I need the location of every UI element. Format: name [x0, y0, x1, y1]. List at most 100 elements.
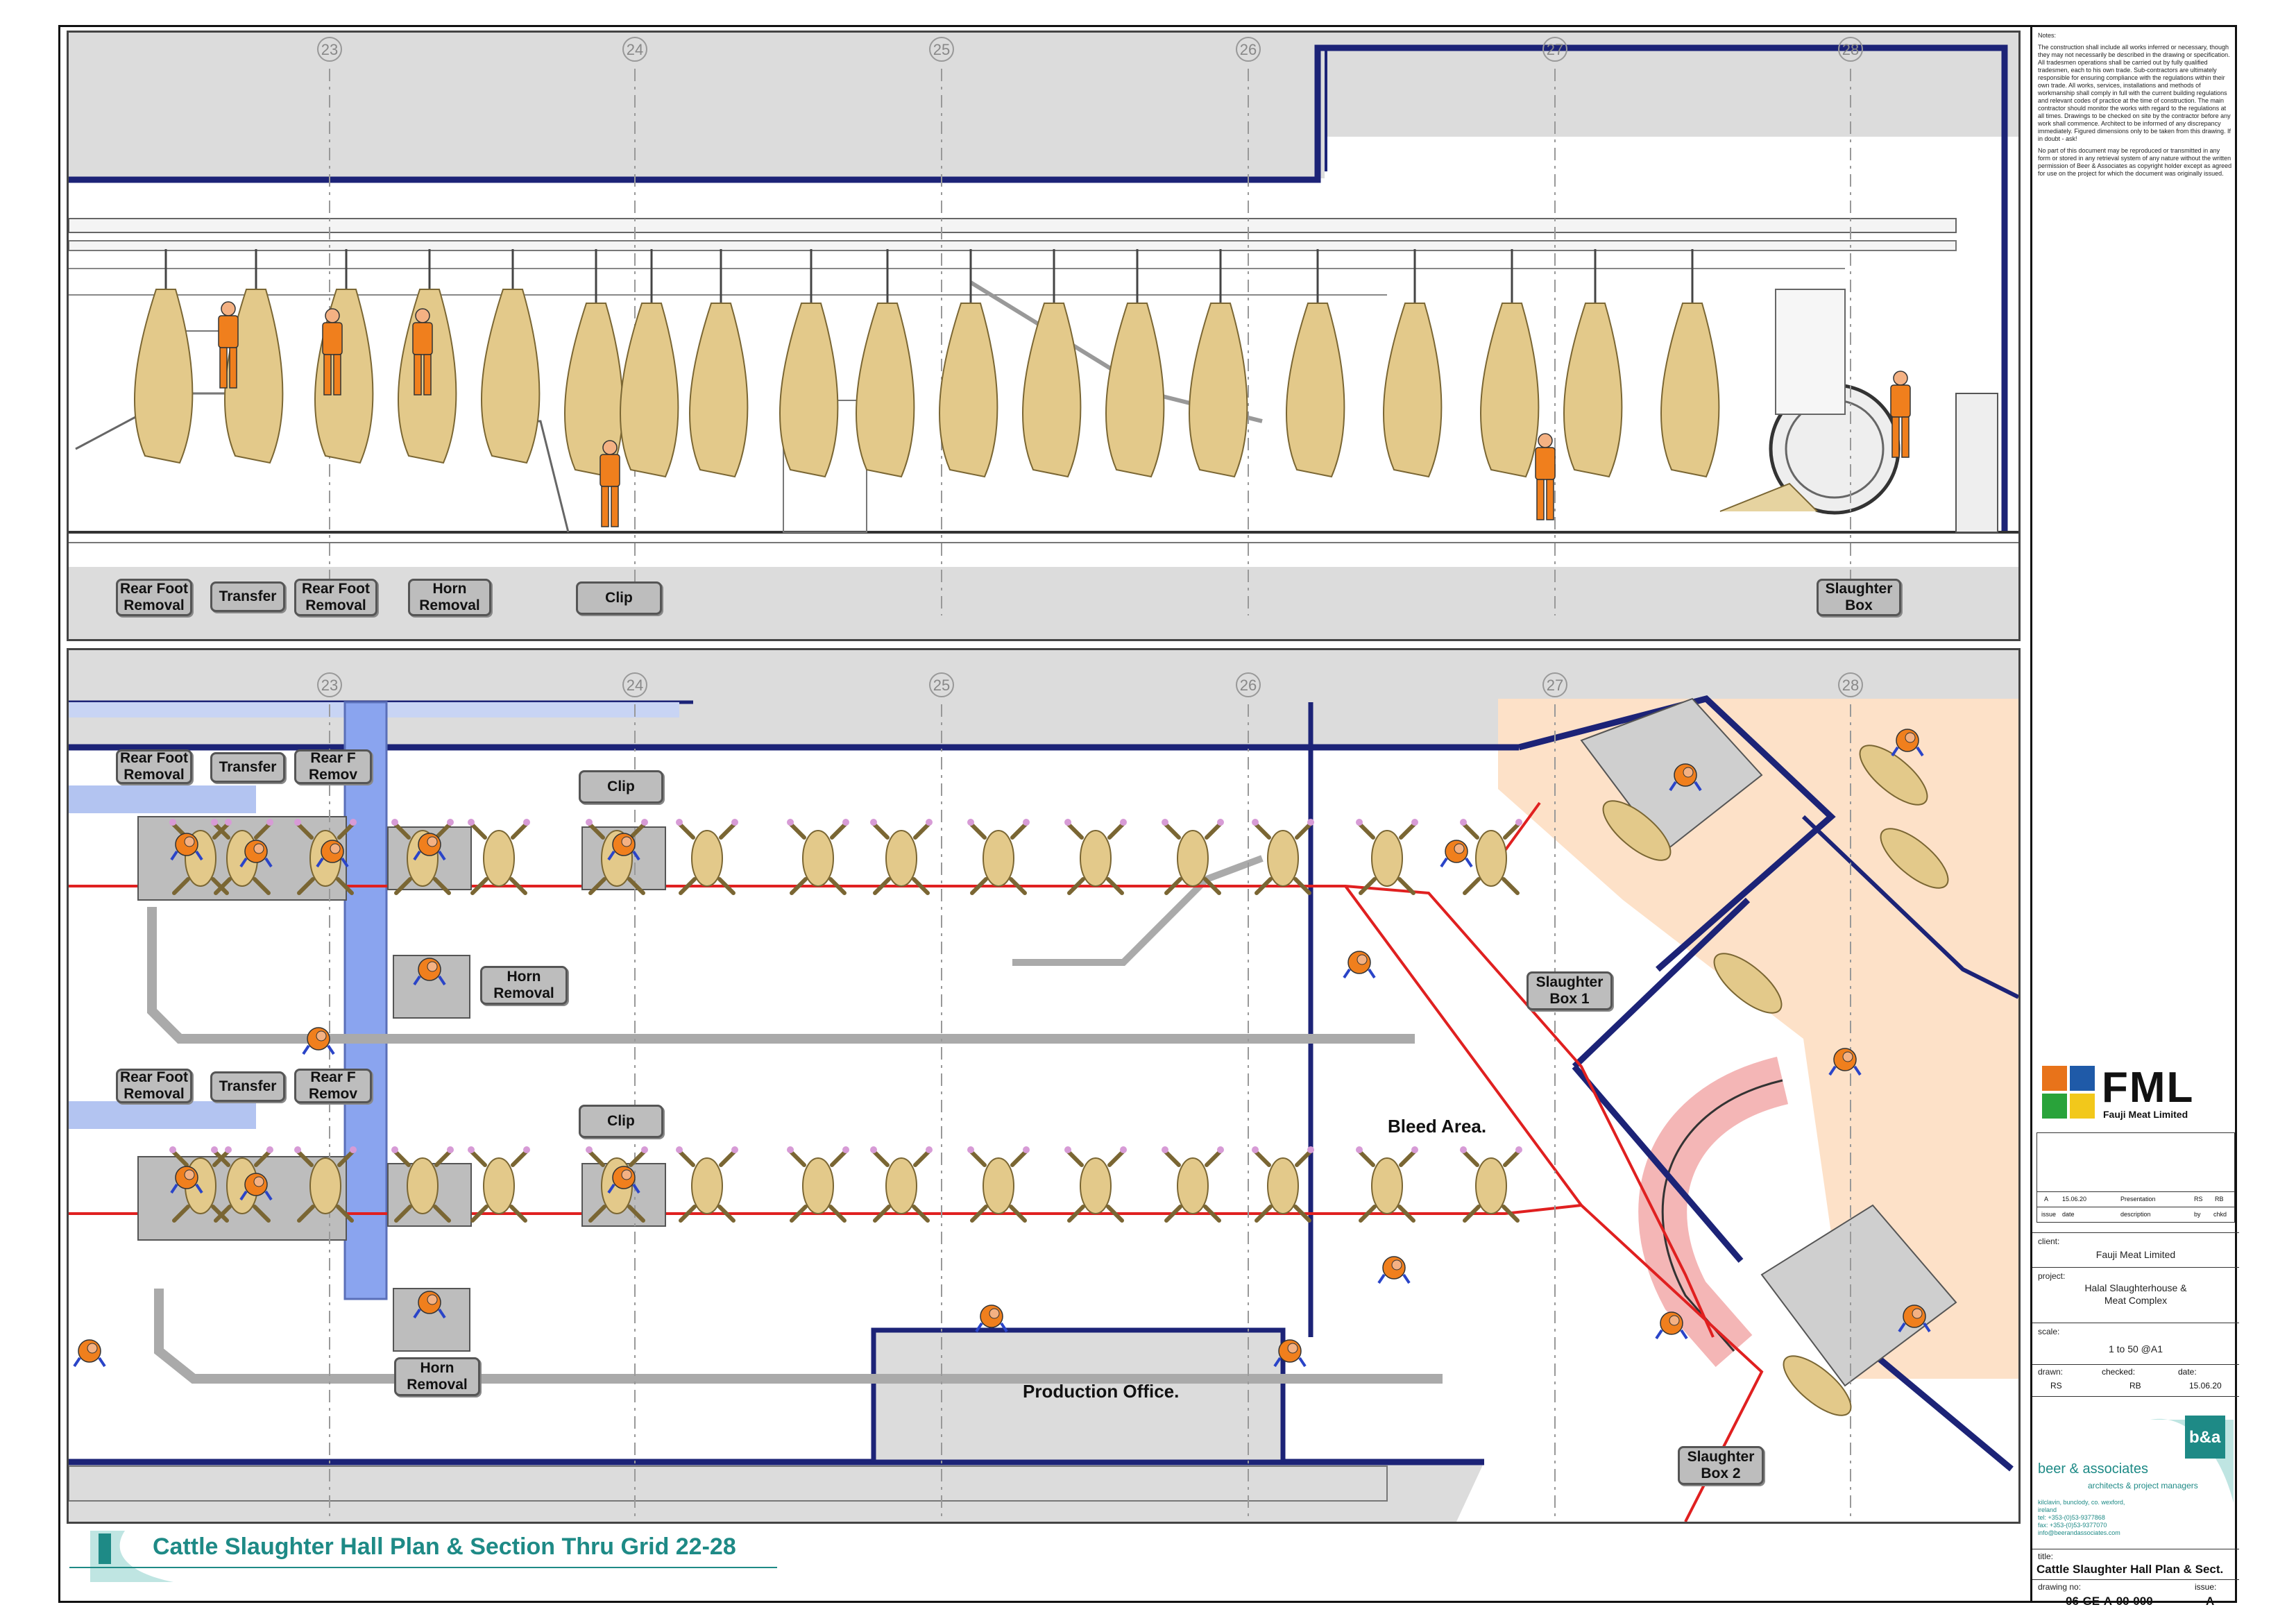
plan-carcass	[1252, 819, 1314, 895]
room-label-production-office: Production Office.	[1023, 1381, 1180, 1402]
title-label: title:	[2038, 1552, 2054, 1561]
project-value-1: Halal Slaughterhouse &	[2084, 1282, 2187, 1293]
plan-label-transfer-bottom: Transfer	[210, 1071, 285, 1102]
plan-carcass	[1460, 819, 1522, 895]
date-label: date:	[2178, 1367, 2197, 1377]
lairage-cattle	[1713, 953, 1783, 1014]
grid-label: 25	[933, 677, 950, 694]
checked-value: RB	[2129, 1381, 2141, 1391]
rev-header-by: by	[2194, 1211, 2201, 1218]
rev-header-date: date	[2062, 1211, 2075, 1218]
plan-carcass	[676, 1146, 738, 1223]
grid-label: 27	[1547, 677, 1563, 694]
grid-label: 23	[321, 41, 338, 58]
date-value: 15.06.20	[2189, 1381, 2222, 1391]
fml-logo-text: FML	[2102, 1064, 2195, 1112]
section-label-clip: Clip	[576, 581, 662, 615]
firm-subtitle: architects & project managers	[2088, 1481, 2198, 1490]
grid-line-25: 25	[929, 37, 954, 615]
plan-carcass	[1064, 819, 1127, 895]
hanging-carcass	[134, 249, 194, 464]
hanging-carcass	[856, 249, 915, 478]
hanging-carcass	[1189, 249, 1248, 478]
plan-carcass	[676, 819, 738, 895]
hanging-carcass	[564, 249, 624, 478]
grid-label: 24	[627, 41, 643, 58]
rev-description: Presentation	[2120, 1196, 2156, 1203]
fml-logo-subtitle: Fauji Meat Limited	[2103, 1109, 2188, 1120]
rev-header-chkd: chkd	[2213, 1211, 2227, 1218]
hanging-carcass	[1286, 249, 1345, 478]
plan-label-clip-bottom: Clip	[579, 1105, 663, 1138]
firm-logo-initials: b&a	[2189, 1428, 2221, 1447]
drawing-title-swoosh	[90, 1531, 173, 1582]
plan-carcass	[1356, 819, 1418, 895]
grid-line-28: 28	[1838, 37, 1863, 615]
plan-carcass	[391, 1146, 454, 1223]
lairage-cattle	[1783, 1355, 1852, 1416]
worker-plan-figure	[170, 1166, 203, 1194]
room-label-bleed-area: Bleed Area.	[1388, 1116, 1487, 1137]
worker-plan-figure	[1440, 840, 1473, 868]
plan-carcass	[1252, 1146, 1314, 1223]
plan-carcass	[1064, 1146, 1127, 1223]
worker-plan-figure	[413, 1291, 446, 1319]
worker-plan-figure	[607, 1166, 640, 1194]
hanging-carcass	[779, 249, 839, 478]
notes-paragraph-1: The construction shall include all works…	[2038, 44, 2231, 142]
drawing-title: Cattle Slaughter Hall Plan & Section Thr…	[153, 1533, 736, 1560]
worker-plan-figure	[1343, 951, 1376, 979]
plan-carcass	[468, 1146, 530, 1223]
firm-address-1: kilclavin, bunclody, co. wexford,	[2038, 1499, 2125, 1506]
section-drawing: 23 24 25 26 27 28	[69, 33, 2018, 639]
title-value: Cattle Slaughter Hall Plan & Sect.	[2036, 1563, 2224, 1576]
rev-issue: A	[2044, 1196, 2049, 1203]
grid-label: 27	[1547, 41, 1563, 58]
title-block-notes: Notes: The construction shall include al…	[2038, 32, 2232, 182]
grid-label: 26	[1240, 41, 1257, 58]
rev-by: RS	[2194, 1196, 2203, 1203]
plan-label-clip-top: Clip	[579, 770, 663, 804]
worker-plan-figure	[1828, 1048, 1862, 1076]
grid-line-25: 25	[929, 672, 954, 1522]
rev-chk: RB	[2215, 1196, 2224, 1203]
worker-figure	[1535, 433, 1556, 520]
project-label: project:	[2038, 1271, 2066, 1281]
hanging-carcass	[939, 249, 998, 478]
revision-table: A 15.06.20 Presentation RS RB issue date…	[2036, 1132, 2235, 1223]
scale-value: 1 to 50 @A1	[2108, 1343, 2163, 1354]
worker-figure	[599, 440, 620, 527]
hanging-carcass	[1563, 249, 1623, 478]
grid-label: 24	[627, 677, 643, 694]
plan-carcass	[1356, 1146, 1418, 1223]
notes-heading: Notes:	[2038, 32, 2057, 39]
drawn-label: drawn:	[2038, 1367, 2064, 1377]
plan-label-transfer-top: Transfer	[210, 752, 285, 783]
firm-fax: fax: +353-(0)53-9377070	[2038, 1522, 2107, 1529]
worker-plan-figure	[975, 1305, 1008, 1333]
worker-plan-figure	[1898, 1305, 1931, 1333]
drawing-no-value: 06-GE-A-00-000	[2066, 1595, 2153, 1608]
drawn-value: RS	[2050, 1381, 2062, 1391]
hanging-carcass	[1105, 249, 1165, 478]
client-value: Fauji Meat Limited	[2095, 1249, 2176, 1260]
lairage-cattle	[1859, 745, 1928, 806]
hanging-carcass	[1660, 249, 1720, 478]
grid-label: 23	[321, 677, 338, 694]
plan-carcass	[967, 1146, 1030, 1223]
plan-carcass	[1162, 1146, 1224, 1223]
worker-figure	[322, 308, 343, 396]
hanging-carcass	[481, 249, 541, 464]
worker-plan-figure	[170, 833, 203, 861]
section-view: 23 24 25 26 27 28	[67, 31, 2021, 641]
